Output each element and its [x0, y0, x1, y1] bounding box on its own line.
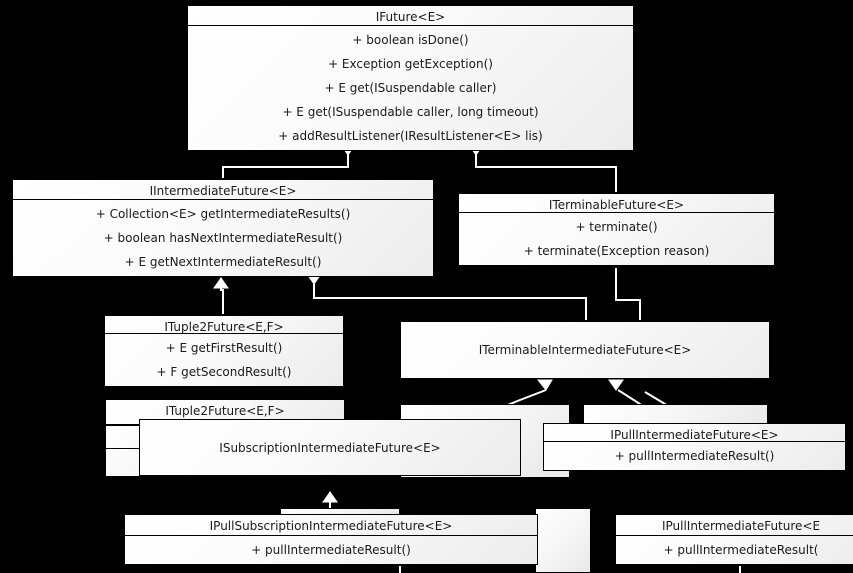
class-member: + E getNextIntermediateResult() [124, 255, 322, 269]
class-box-ifuture[interactable]: IFuture<E> + boolean isDone() + Exceptio… [187, 5, 634, 151]
member-list-ipullsubscriptionintermediatefuture: + pullIntermediateResult() [125, 536, 537, 564]
member-list-iintermediatefuture: + Collection<E> getIntermediateResults()… [13, 200, 433, 276]
class-member: + E getFirstResult() [165, 341, 283, 355]
class-box-iterminablefuture[interactable]: ITerminableFuture<E> + terminate() + ter… [458, 193, 775, 266]
obscured-box-bottom [535, 508, 591, 573]
class-member: + pullIntermediateResult() [614, 449, 775, 463]
class-name-ipullsubscriptionintermediatefuture: IPullSubscriptionIntermediateFuture<E> [125, 515, 537, 536]
class-member: + addResultListener(IResultListener<E> l… [278, 129, 543, 143]
class-member: + Exception getException() [328, 57, 493, 71]
class-name-iintermediatefuture: IIntermediateFuture<E> [13, 180, 433, 200]
class-name-ipullintermediatefuture: IPullIntermediateFuture<E> [544, 424, 845, 442]
class-member: + E get(ISuspendable caller, long timeou… [282, 105, 539, 119]
class-box-ipullsubscriptionintermediatefuture[interactable]: IPullSubscriptionIntermediateFuture<E> +… [124, 514, 538, 565]
class-member: + pullIntermediateResult() [251, 543, 411, 557]
class-box-iterminableintermediatefuture[interactable]: ITerminableIntermediateFuture<E> [400, 321, 770, 379]
class-name-ifuture: IFuture<E> [188, 6, 633, 26]
class-box-isubscriptionintermediatefuture[interactable]: ISubscriptionIntermediateFuture<E> [139, 419, 521, 476]
class-member: + terminate(Exception reason) [523, 244, 710, 258]
class-member: + Collection<E> getIntermediateResults() [95, 207, 351, 221]
member-list-iterminablefuture: + terminate() + terminate(Exception reas… [459, 213, 774, 265]
class-name-isubscriptionintermediatefuture: ISubscriptionIntermediateFuture<E> [219, 440, 441, 455]
class-box-ituple2future[interactable]: ITuple2Future<E,F> + E getFirstResult() … [104, 315, 344, 387]
class-box-iintermediatefuture[interactable]: IIntermediateFuture<E> + Collection<E> g… [12, 179, 434, 277]
class-name-iterminableintermediatefuture: ITerminableIntermediateFuture<E> [478, 343, 692, 357]
class-member: + E get(ISuspendable caller) [324, 81, 497, 95]
class-box-ipullintermediatefuture-duplicate[interactable]: IPullIntermediateFuture<E + pullIntermed… [615, 514, 853, 565]
class-box-ipullintermediatefuture[interactable]: IPullIntermediateFuture<E> + pullInterme… [543, 423, 846, 471]
class-member: + boolean hasNextIntermediateResult() [103, 231, 343, 245]
class-name-ituple2future-duplicate: ITuple2Future<E,F> [165, 404, 285, 418]
class-name-iterminablefuture: ITerminableFuture<E> [459, 194, 774, 213]
class-member: + pullIntermediateResult( [663, 543, 819, 557]
member-list-ifuture: + boolean isDone() + Exception getExcept… [188, 26, 633, 150]
class-name-ituple2future: ITuple2Future<E,F> [105, 316, 343, 334]
class-member: + boolean isDone() [352, 33, 469, 47]
member-list-ituple2future: + E getFirstResult() + F getSecondResult… [105, 334, 343, 386]
class-member: + F getSecondResult() [156, 365, 292, 379]
member-list-ipullintermediatefuture-duplicate: + pullIntermediateResult( [616, 536, 853, 564]
member-list-ipullintermediatefuture: + pullIntermediateResult() [544, 442, 845, 470]
class-member: + terminate() [575, 220, 658, 234]
class-name-ipullintermediatefuture-duplicate: IPullIntermediateFuture<E [616, 515, 853, 536]
